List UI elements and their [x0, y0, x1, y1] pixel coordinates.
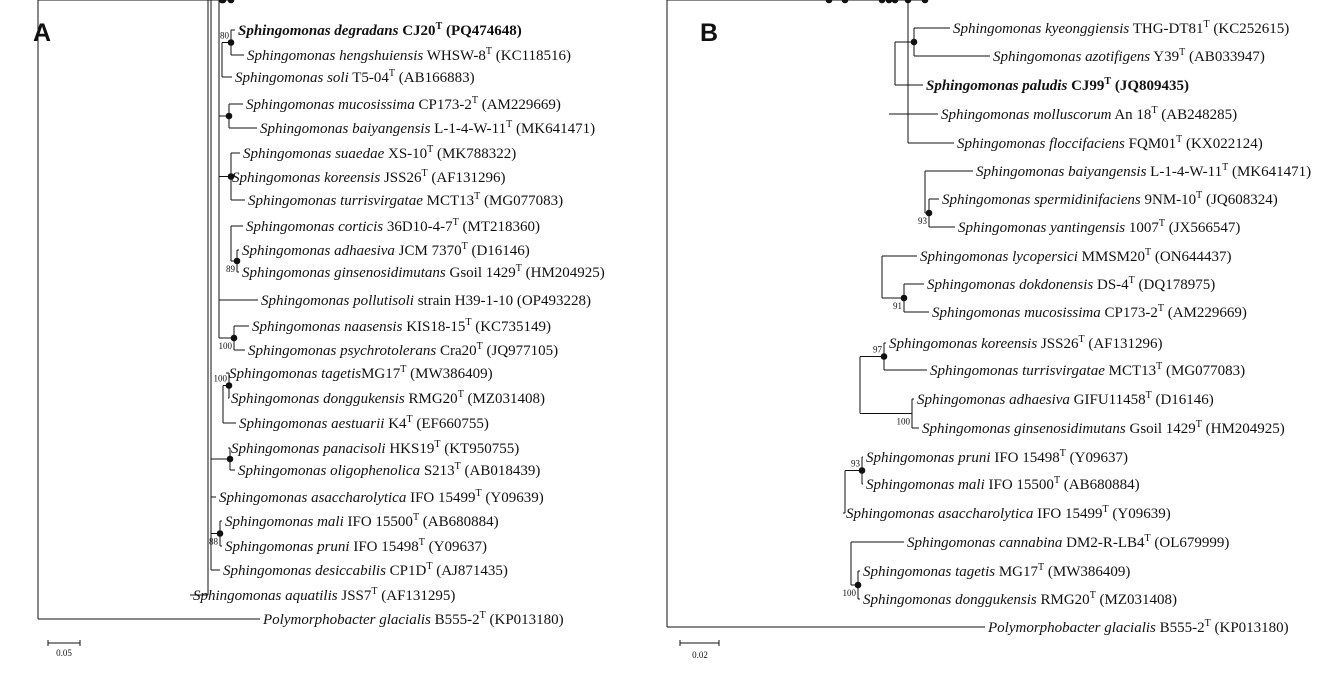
panel-b-taxon-label: Sphingomonas baiyangensis L-1-4-W-11T (M… [976, 162, 1311, 180]
panel-b-taxon-label: Sphingomonas dokdonensis DS-4T (DQ178975… [927, 275, 1215, 293]
panel-b-taxon-label: Sphingomonas cannabina DM2-R-LB4T (OL679… [907, 533, 1229, 551]
panel-a-scale-bar: 0.05 [47, 640, 81, 658]
panel-b-taxon-label: Sphingomonas lycopersici MMSM20T (ON6444… [920, 247, 1232, 265]
panel-a-taxon-label: Sphingomonas turrisvirgatae MCT13T (MG07… [248, 191, 563, 209]
panel-b-node-marker [841, 0, 849, 4]
panel-b-node-marker [900, 294, 908, 302]
panel-b-bootstrap-value: 84 [871, 0, 881, 2]
panel-a-taxon-label: Sphingomonas suaedae XS-10T (MK788322) [243, 144, 516, 162]
panel-a-taxon-label: Sphingomonas aquatilis JSS7T (AF131295) [193, 586, 455, 604]
panel-a-bootstrap-value: 89 [226, 264, 236, 274]
panel-a-taxon-label: Sphingomonas koreensis JSS26T (AF131296) [232, 168, 506, 186]
panel-a-bootstrap-value: 100 [214, 374, 228, 384]
panel-a-bootstrap-value: 100 [219, 341, 233, 351]
panel-b-bootstrap-value: 100 [843, 588, 857, 598]
panel-b-scale-label: 0.02 [692, 650, 708, 660]
panel-a-taxon-label: Sphingomonas baiyangensis L-1-4-W-11T (M… [260, 119, 595, 137]
panel-a-scale-label: 0.05 [56, 648, 72, 658]
panel-b-bootstrap-value: 73 [897, 0, 907, 2]
panel-b-taxon-label: Sphingomonas tagetis MG17T (MW386409) [863, 562, 1130, 580]
panel-b-taxon-label: Sphingomonas pruni IFO 15498T (Y09637) [866, 448, 1128, 466]
panel-a-node-marker [219, 0, 227, 4]
panel-b-node-marker [921, 0, 929, 4]
panel-b-taxon-label: Sphingomonas turrisvirgatae MCT13T (MG07… [930, 361, 1245, 379]
panel-a-taxon-label: Sphingomonas psychrotolerans Cra20T (JQ9… [248, 341, 558, 359]
panel-a-taxon-label: Sphingomonas naasensis KIS18-15T (KC7351… [252, 317, 551, 335]
panel-b-node-marker [880, 353, 888, 360]
panel-a-taxon-label: Sphingomonas mucosissima CP173-2T (AM229… [246, 95, 561, 113]
panel-b-bootstrap-value: 93 [851, 459, 861, 469]
panel-b-node-marker [858, 467, 866, 474]
panel-b-taxon-label: Sphingomonas molluscorum An 18T (AB24828… [941, 105, 1237, 123]
panel-a-bootstrap-value: 80 [220, 31, 230, 41]
panel-b-taxon-label: Sphingomonas yantingensis 1007T (JX56654… [958, 218, 1240, 236]
panel-b-taxon-label: Sphingomonas kyeonggiensis THG-DT81T (KC… [953, 19, 1289, 37]
panel-b-bootstrap-value: 74 [914, 0, 924, 2]
panel-a-node-marker [226, 455, 234, 463]
panel-a-node-marker [216, 530, 224, 537]
panel-b-taxon-label: Sphingomonas mali IFO 15500T (AB680884) [866, 475, 1140, 493]
panel-a-bootstrap-value: 94 [212, 0, 222, 2]
panel-a-taxon-label: Sphingomonas ginsenosidimutans Gsoil 142… [242, 263, 605, 281]
panel-b-taxon-label: Sphingomonas koreensis JSS26T (AF131296) [889, 334, 1163, 352]
panel-b-taxon-label: Polymorphobacter glacialis B555-2T (KP01… [987, 618, 1289, 636]
panel-b-node-marker [910, 38, 918, 46]
panel-b-node-marker [885, 0, 893, 4]
panel-b-bootstrap-value: 100 [897, 417, 911, 427]
panel-b-node-marker [825, 0, 833, 4]
panel-a-taxon-label: Sphingomonas aestuarii K4T (EF660755) [239, 414, 489, 432]
panel-a-taxon-label: Sphingomonas asaccharolytica IFO 15499T … [219, 488, 544, 506]
panel-b-bootstrap-value: 97 [873, 345, 883, 355]
panel-b-taxon-label: Sphingomonas ginsenosidimutans Gsoil 142… [922, 419, 1285, 437]
panel-a-taxon-label: Sphingomonas corticis 36D10-4-7T (MT2183… [246, 217, 540, 235]
panel-b-node-marker [904, 0, 912, 4]
panel-a-taxon-label: Sphingomonas degradans CJ20T (PQ474648) [238, 21, 522, 39]
panel-b-node-marker [891, 0, 899, 4]
panel-a-node-marker [225, 112, 233, 120]
panel-a-taxon-label: Sphingomonas mali IFO 15500T (AB680884) [225, 512, 499, 530]
panel-a-taxon-label: Polymorphobacter glacialis B555-2T (KP01… [262, 610, 564, 628]
panel-a-node-marker [227, 39, 235, 46]
panel-b-tree: Sphingomonas kyeonggiensis THG-DT81T (KC… [666, 0, 1311, 636]
panel-b-taxon-label: Sphingomonas mucosissima CP173-2T (AM229… [932, 303, 1247, 321]
panel-b-taxon-label: Sphingomonas paludis CJ99T (JQ809435) [926, 76, 1189, 94]
panel-a-node-marker [230, 334, 238, 342]
panel-b-bootstrap-value: 99 [834, 0, 844, 2]
panel-b-bootstrap-value: 91 [893, 301, 902, 311]
panel-a-node-marker [233, 257, 241, 265]
panel-a-taxon-label: Sphingomonas tagetisMG17T (MW386409) [229, 364, 493, 382]
panel-a-taxon-label: Sphingomonas hengshuiensis WHSW-8T (KC11… [247, 46, 571, 64]
panel-a-tree: 80 Sphingomonas degradans CJ20T (PQ474648… [37, 0, 605, 628]
panel-b-label: B [700, 19, 718, 47]
panel-a-taxon-label: Sphingomonas pollutisoli strain H39-1-10… [261, 293, 591, 309]
panel-b-taxon-label: Sphingomonas adhaesiva GIFU11458T (D1614… [917, 390, 1214, 408]
panel-b-node-marker [878, 0, 886, 4]
panel-a-node-marker [227, 0, 235, 4]
panel-b-scale-bar: 0.02 [679, 640, 720, 660]
panel-a-taxon-label: Sphingomonas donggukensis RMG20T (MZ0314… [231, 389, 545, 407]
panel-a-taxon-label: Sphingomonas pruni IFO 15498T (Y09637) [225, 537, 487, 555]
panel-a-taxon-label: Sphingomonas panacisoli HKS19T (KT950755… [231, 439, 519, 457]
panel-a-bootstrap-value: 88 [209, 537, 219, 547]
panel-b-node-marker [854, 581, 862, 589]
panel-b-taxon-label: Sphingomonas asaccharolytica IFO 15499T … [846, 504, 1171, 522]
panel-b-node-marker [925, 209, 933, 217]
panel-b-taxon-label: Sphingomonas donggukensis RMG20T (MZ0314… [863, 590, 1177, 608]
panel-a-taxon-label: Sphingomonas soli T5-04T (AB166883) [235, 68, 475, 86]
panel-a-taxon-label: Sphingomonas adhaesiva JCM 7370T (D16146… [242, 241, 530, 259]
panel-a-node-marker [225, 382, 233, 389]
panel-a-taxon-label: Sphingomonas oligophenolica S213T (AB018… [238, 461, 540, 479]
panel-a-label: A [33, 19, 51, 47]
panel-b-taxon-label: Sphingomonas azotifigens Y39T (AB033947) [993, 47, 1265, 65]
panel-b-taxon-label: Sphingomonas spermidinifaciens 9NM-10T (… [942, 190, 1278, 208]
panel-a-taxon-label: Sphingomonas desiccabilis CP1DT (AJ87143… [223, 561, 508, 579]
panel-b-bootstrap-value: 93 [918, 216, 928, 226]
panel-b-taxon-label: Sphingomonas floccifaciens FQM01T (KX022… [957, 134, 1263, 152]
